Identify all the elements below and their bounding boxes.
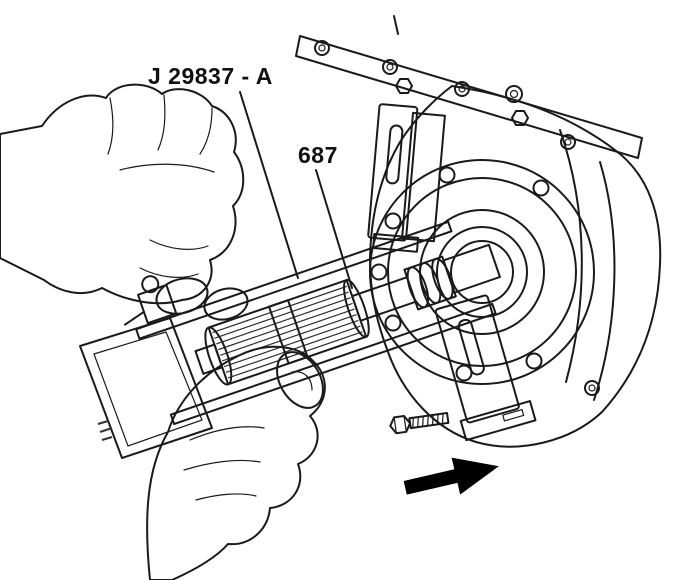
beam-hex-bolt [395, 78, 413, 94]
mounting-flange-rings [369, 159, 595, 385]
fingertip [155, 277, 209, 315]
housing-bolt [584, 380, 600, 396]
housing-stud [505, 85, 523, 103]
housing-ridge [593, 161, 616, 401]
bolt-hole [438, 166, 456, 184]
tool-frame-rail-top [135, 220, 453, 340]
lower-hand [146, 345, 326, 580]
bracket-foot [459, 400, 537, 442]
bolt-hole [525, 352, 543, 370]
bolt-hole [370, 263, 388, 281]
cross-beam [295, 15, 643, 159]
beam-tab [393, 15, 399, 35]
bolt-hole [384, 212, 402, 230]
housing-bolt [560, 134, 576, 150]
thumb [276, 351, 324, 409]
front-nut [194, 343, 224, 375]
leader-line-part [315, 169, 353, 289]
bracket-slot [457, 318, 485, 376]
beam-bolt [454, 81, 470, 97]
puller-tool [124, 220, 501, 426]
fingertip [203, 287, 249, 321]
sleeve-end-cap [204, 326, 233, 386]
hub-entry [442, 243, 501, 294]
upper-bracket [367, 103, 446, 253]
housing-ridge [559, 129, 583, 383]
bolt-hole [455, 364, 473, 382]
sleeve-band [268, 299, 309, 365]
direction-arrow-icon [403, 457, 499, 495]
splined-sleeve [204, 278, 370, 386]
hex-bolt [389, 411, 450, 435]
bracket-foot-slot [502, 408, 525, 422]
bolt-hole [532, 179, 550, 197]
bracket-foot [372, 233, 420, 253]
lower-bracket [434, 294, 537, 442]
tool-handle [79, 317, 213, 459]
tool-label: J 29837 - A [148, 63, 273, 89]
bracket-slot [385, 124, 404, 185]
leader-line-tool [239, 91, 299, 279]
upper-hand [0, 83, 249, 321]
part-label: 687 [298, 142, 338, 168]
beam-bolt [382, 59, 398, 75]
clamp-screw [124, 275, 178, 326]
beam-bolt [314, 40, 330, 56]
transmission-housing [369, 85, 662, 448]
handle-stamp [97, 420, 113, 441]
bolt-hole [384, 314, 402, 332]
bearing-collar [403, 243, 501, 311]
beam-hex-bolt [511, 110, 529, 126]
